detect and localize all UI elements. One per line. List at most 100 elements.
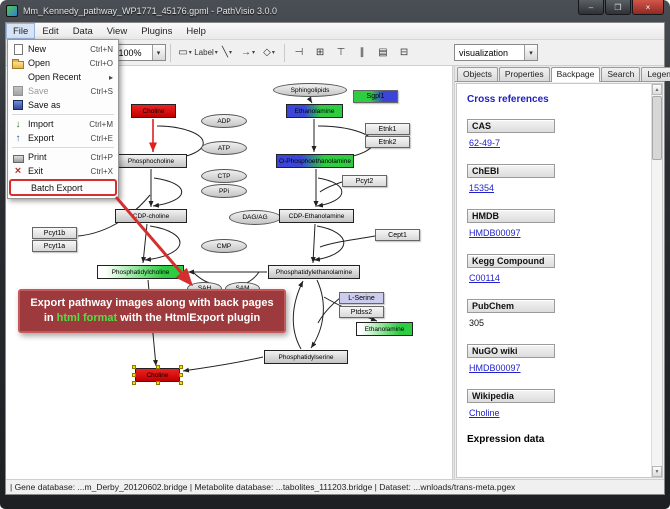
pathway-node[interactable]: Cept1	[375, 229, 420, 241]
crossref-link[interactable]: Choline	[469, 408, 500, 418]
pathway-node[interactable]: CDP-Ethanolamine	[279, 209, 354, 223]
menu-help[interactable]: Help	[186, 25, 206, 37]
sidebar-scrollbar[interactable]: ▲ ▼	[651, 84, 662, 477]
menu-item-icon-slot	[11, 165, 25, 177]
menu-data[interactable]: Data	[72, 25, 93, 37]
pathway-edge[interactable]	[317, 297, 341, 324]
pathway-node[interactable]: Ethanolamine	[356, 322, 413, 336]
file-menu-item-open-recent[interactable]: Open Recent▸	[8, 70, 118, 84]
menu-view[interactable]: View	[106, 25, 128, 37]
crossref-link[interactable]: 62-49-7	[469, 138, 501, 148]
maximize-button[interactable]: ❒	[605, 0, 631, 15]
distribute-vertical-tool[interactable]: ▤	[373, 43, 394, 63]
line-tool[interactable]: ╲▾	[217, 43, 238, 63]
scrollbar-thumb[interactable]	[652, 96, 662, 160]
pathway-edge[interactable]	[319, 181, 343, 193]
selection-handle[interactable]	[155, 365, 160, 369]
pathway-node[interactable]: Phosphatidylcholine	[97, 265, 184, 279]
selection-handle[interactable]	[179, 373, 183, 377]
pathway-node[interactable]: Phosphatidylethanolamine	[268, 265, 360, 279]
pathway-node[interactable]: Choline	[135, 368, 180, 382]
pathway-node[interactable]: Choline	[131, 104, 176, 118]
label-tool[interactable]: Label▾	[194, 43, 218, 63]
pathway-node[interactable]: DAG/AG	[229, 210, 281, 225]
align-left-tool[interactable]: ⊣	[289, 43, 310, 63]
pathway-node[interactable]: Phosphatidylserine	[264, 350, 348, 364]
pathway-edge[interactable]	[306, 96, 313, 104]
arrow-tool[interactable]: →▾	[238, 43, 259, 63]
pathway-node[interactable]: CTP	[201, 169, 247, 183]
chevron-down-icon[interactable]: ▾	[524, 45, 537, 60]
file-menu-item-batch-export[interactable]: Batch Export	[9, 179, 117, 196]
pathway-node[interactable]: Sgpl1	[353, 90, 398, 103]
tab-search[interactable]: Search	[601, 67, 641, 81]
pathway-node[interactable]: Pcyt1a	[32, 240, 77, 252]
crossref-link[interactable]: HMDB00097	[469, 363, 521, 373]
pathway-node[interactable]: Pcyt2	[342, 175, 387, 187]
pathway-edge[interactable]	[182, 356, 264, 373]
pathway-node[interactable]: ADP	[201, 114, 247, 128]
tab-backpage[interactable]: Backpage	[550, 67, 601, 82]
pathway-node[interactable]: CDP-choline	[115, 209, 187, 223]
file-menu-item-label: Open Recent	[28, 72, 82, 82]
align-top-tool[interactable]: ⊤	[331, 43, 352, 63]
pathway-edge[interactable]	[310, 223, 316, 264]
pathway-node[interactable]: CMP	[201, 239, 247, 253]
pathway-node[interactable]: Sphingolipids	[273, 83, 347, 97]
selection-handle[interactable]	[179, 365, 183, 369]
selection-handle[interactable]	[132, 381, 136, 385]
pathway-node[interactable]: Etnk2	[365, 136, 410, 148]
crossref-link[interactable]: 15354	[469, 183, 495, 193]
pathway-node[interactable]: Phosphocholine	[115, 154, 187, 168]
align-center-tool[interactable]: ⊞	[310, 43, 331, 63]
menu-file[interactable]: File	[6, 23, 36, 39]
pathway-edge[interactable]	[292, 280, 304, 350]
pathway-node[interactable]: Etnk1	[365, 123, 410, 135]
pathway-edge[interactable]	[316, 177, 343, 208]
pathway-node[interactable]: ATP	[201, 141, 247, 155]
file-menu-item-save-as[interactable]: Save as	[8, 98, 118, 112]
scroll-up-icon[interactable]: ▲	[652, 84, 662, 95]
visualization-combobox[interactable]: visualization ▾	[454, 44, 538, 61]
menu-item-icon-slot	[11, 133, 25, 144]
tab-properties[interactable]: Properties	[498, 67, 550, 81]
zoom-combobox[interactable]: 100% ▾	[113, 44, 166, 61]
pathway-edge[interactable]	[319, 235, 376, 248]
selection-handle[interactable]	[132, 365, 136, 369]
panel-splitter[interactable]	[452, 66, 455, 479]
pathway-node[interactable]: O-Phosphoethanolamine	[276, 154, 354, 168]
pathway-node[interactable]: PPi	[201, 184, 247, 198]
pathway-edge[interactable]	[313, 225, 345, 262]
minimize-button[interactable]: –	[578, 0, 604, 15]
pathway-node[interactable]: Pcyt1b	[32, 227, 77, 239]
tab-objects[interactable]: Objects	[457, 67, 498, 81]
scroll-down-icon[interactable]: ▼	[652, 466, 662, 477]
menu-plugins[interactable]: Plugins	[141, 25, 173, 37]
menu-edit[interactable]: Edit	[42, 25, 59, 37]
chevron-down-icon[interactable]: ▾	[151, 45, 165, 60]
tab-legend[interactable]: Legend	[641, 67, 670, 81]
crossref-link[interactable]: C00114	[469, 273, 500, 283]
selection-handle[interactable]	[155, 381, 160, 385]
selection-handle[interactable]	[179, 381, 183, 385]
gene-product-tool[interactable]: ▭▾	[175, 43, 196, 63]
stack-tool[interactable]: ⊟	[394, 43, 415, 63]
shape-tool[interactable]: ◇▾	[259, 43, 280, 63]
selection-handle[interactable]	[132, 373, 136, 377]
exit-icon	[15, 165, 21, 177]
crossref-section-title: Wikipedia	[467, 389, 555, 403]
pathway-node[interactable]: Ptdss2	[339, 306, 384, 318]
pathway-node[interactable]: L-Serine	[339, 292, 384, 304]
close-button[interactable]: ×	[632, 0, 664, 15]
pathway-node[interactable]: Ethanolamine	[286, 104, 343, 118]
distribute-horizontal-tool[interactable]: ∥	[352, 43, 373, 63]
crossref-link[interactable]: HMDB00097	[469, 228, 521, 238]
